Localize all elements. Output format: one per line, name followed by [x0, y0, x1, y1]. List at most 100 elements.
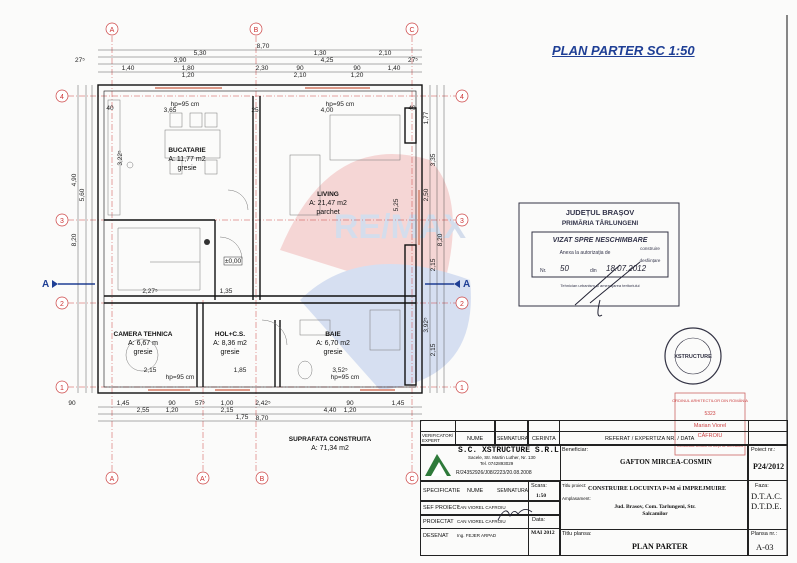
titlu-plansa-label: Titlu plansa:	[562, 531, 592, 537]
svg-text:1,00: 1,00	[221, 400, 234, 407]
axis-label: 1	[460, 385, 464, 392]
walls	[97, 84, 423, 394]
svg-text:1,80: 1,80	[182, 65, 195, 72]
axis-label: 3	[60, 218, 64, 225]
svg-text:27⁵: 27⁵	[408, 57, 418, 64]
faza-dtde: D.T.D.E.	[751, 501, 782, 511]
svg-text:2,50: 2,50	[423, 188, 430, 201]
svg-text:1,40: 1,40	[388, 65, 401, 72]
svg-text:Nr.: Nr.	[540, 268, 546, 274]
svg-text:A: A	[463, 279, 470, 290]
svg-text:90: 90	[168, 400, 176, 407]
header-specificatie: SPECIFICATIE	[423, 488, 461, 494]
svg-text:2,30: 2,30	[256, 65, 269, 72]
svg-text:2,10: 2,10	[379, 50, 392, 57]
data-value: MAI 2012	[531, 530, 555, 536]
svg-text:A: A	[42, 279, 49, 290]
svg-text:4,00: 4,00	[321, 107, 334, 114]
svg-text:PRIMĂRIA TÂRLUNGENI: PRIMĂRIA TÂRLUNGENI	[562, 218, 639, 227]
svg-text:2,15: 2,15	[221, 407, 234, 414]
header-semnatura: SEMNATURA	[497, 436, 529, 442]
svg-text:5,25: 5,25	[393, 198, 400, 211]
svg-text:18.07.2012: 18.07.2012	[606, 264, 647, 273]
title-block: VERIFICATOR/ EXPERT NUME SEMNATURA CERIN…	[420, 420, 788, 556]
svg-text:90: 90	[296, 65, 304, 72]
data-label: Data:	[532, 517, 546, 523]
titlu-proiect-label: Titlu proiect:	[562, 483, 587, 488]
axis-label: 4	[460, 94, 464, 101]
room-finish: gresie	[133, 349, 152, 356]
svg-text:din: din	[590, 268, 597, 274]
svg-text:construire: construire	[640, 246, 660, 251]
axis-label: A	[110, 27, 115, 34]
svg-text:5,30: 5,30	[194, 50, 207, 57]
svg-text:8,70: 8,70	[256, 415, 269, 422]
svg-text:25: 25	[251, 107, 259, 114]
header-semnatura: SEMNATURA	[497, 488, 529, 494]
axis-label: B	[260, 476, 265, 483]
furniture	[107, 99, 401, 380]
svg-text:1,35: 1,35	[220, 288, 233, 295]
municipal-stamp: JUDEȚUL BRAȘOV PRIMĂRIA TÂRLUNGENI VIZAT…	[518, 202, 680, 317]
role-desenat: DESENAT	[423, 533, 449, 539]
room-area: A: 6,70 m2	[316, 340, 350, 347]
svg-text:2,15: 2,15	[430, 343, 437, 356]
signature	[574, 261, 641, 317]
svg-text:3,52⁵: 3,52⁵	[332, 367, 348, 374]
axis-label: 2	[460, 301, 464, 308]
svg-text:5,60: 5,60	[79, 188, 86, 201]
company-phone: Tel. 0742893029	[480, 461, 514, 466]
svg-text:Conducător arhitect cu drept d: Conducător arhitect cu drept de semnătur…	[677, 444, 744, 448]
svg-text:1,77: 1,77	[423, 111, 430, 124]
header-nume: NUME	[467, 436, 484, 442]
room-area: A: 6,67 m	[128, 340, 158, 347]
windows	[148, 87, 420, 391]
room-name: LIVING	[317, 191, 339, 198]
header-verificator: VERIFICATOR/ EXPERT	[422, 433, 454, 443]
axis-label: 2	[60, 301, 64, 308]
svg-text:1,20: 1,20	[344, 407, 357, 414]
room-area: A: 8,36 m2	[213, 340, 247, 347]
dimension-lines	[77, 49, 445, 422]
axis-markers	[55, 22, 469, 485]
svg-text:2,15: 2,15	[144, 367, 157, 374]
scara-label: Scara:	[531, 483, 547, 489]
svg-text:ORDINUL ARHITECTILOR DIN ROMÂN: ORDINUL ARHITECTILOR DIN ROMÂNIA	[672, 398, 748, 403]
titlu-proiect-value: CONSTRUIRE LOCUINTA P+M si IMPREJMUIRE	[588, 486, 726, 492]
window-note: hp=95 cm	[166, 374, 195, 381]
svg-text:XSTRUCTURE: XSTRUCTURE	[674, 354, 712, 360]
window-note: hp=95 cm	[331, 374, 360, 381]
proiect-nr-value: P24/2012	[753, 462, 785, 471]
window-note: hp=95 cm	[171, 101, 200, 108]
watermark: RE/MAX	[280, 154, 471, 390]
svg-text:8,20: 8,20	[437, 233, 444, 246]
beneficiar-value: GAFTON MIRCEA-COSMIN	[620, 458, 712, 466]
plansa-nr-label: Plansa nr.:	[751, 531, 777, 537]
role-name: CAN VIOREL CAFROIU	[457, 519, 506, 524]
svg-text:1,45: 1,45	[392, 400, 405, 407]
room-name: HOL+C.S.	[215, 331, 245, 338]
svg-text:1,75: 1,75	[236, 414, 249, 421]
company-registration: R/24352926/J08/2223/20.08.2008	[456, 470, 532, 476]
svg-text:Anexa la autorizația de: Anexa la autorizația de	[560, 250, 611, 256]
room-finish: gresie	[177, 165, 196, 172]
axis-label: A	[110, 476, 115, 483]
axis-label: C	[409, 476, 414, 483]
svg-text:2,42⁵: 2,42⁵	[255, 400, 271, 407]
dimensions-left: 4,90 5,60 8,20	[71, 173, 86, 246]
svg-text:1,40: 1,40	[122, 65, 135, 72]
amplasament-value: Jud. Brasov, Com. Tarlungeni, Str. Salca…	[614, 504, 696, 517]
company-round-stamp: XSTRUCTURE	[664, 327, 722, 385]
titlu-plansa-value: PLAN PARTER	[632, 542, 688, 551]
svg-text:1,45: 1,45	[117, 400, 130, 407]
svg-text:1,20: 1,20	[166, 407, 179, 414]
room-finish: parchet	[316, 209, 339, 216]
architect-stamp: ORDINUL ARHITECTILOR DIN ROMÂNIA 5323 Ma…	[672, 392, 748, 456]
svg-text:27⁵: 27⁵	[75, 57, 85, 64]
header-referat: REFERAT / EXPERTIZA NR. / DATA	[605, 436, 695, 442]
svg-text:8,20: 8,20	[71, 233, 78, 246]
svg-text:1,30: 1,30	[314, 50, 327, 57]
